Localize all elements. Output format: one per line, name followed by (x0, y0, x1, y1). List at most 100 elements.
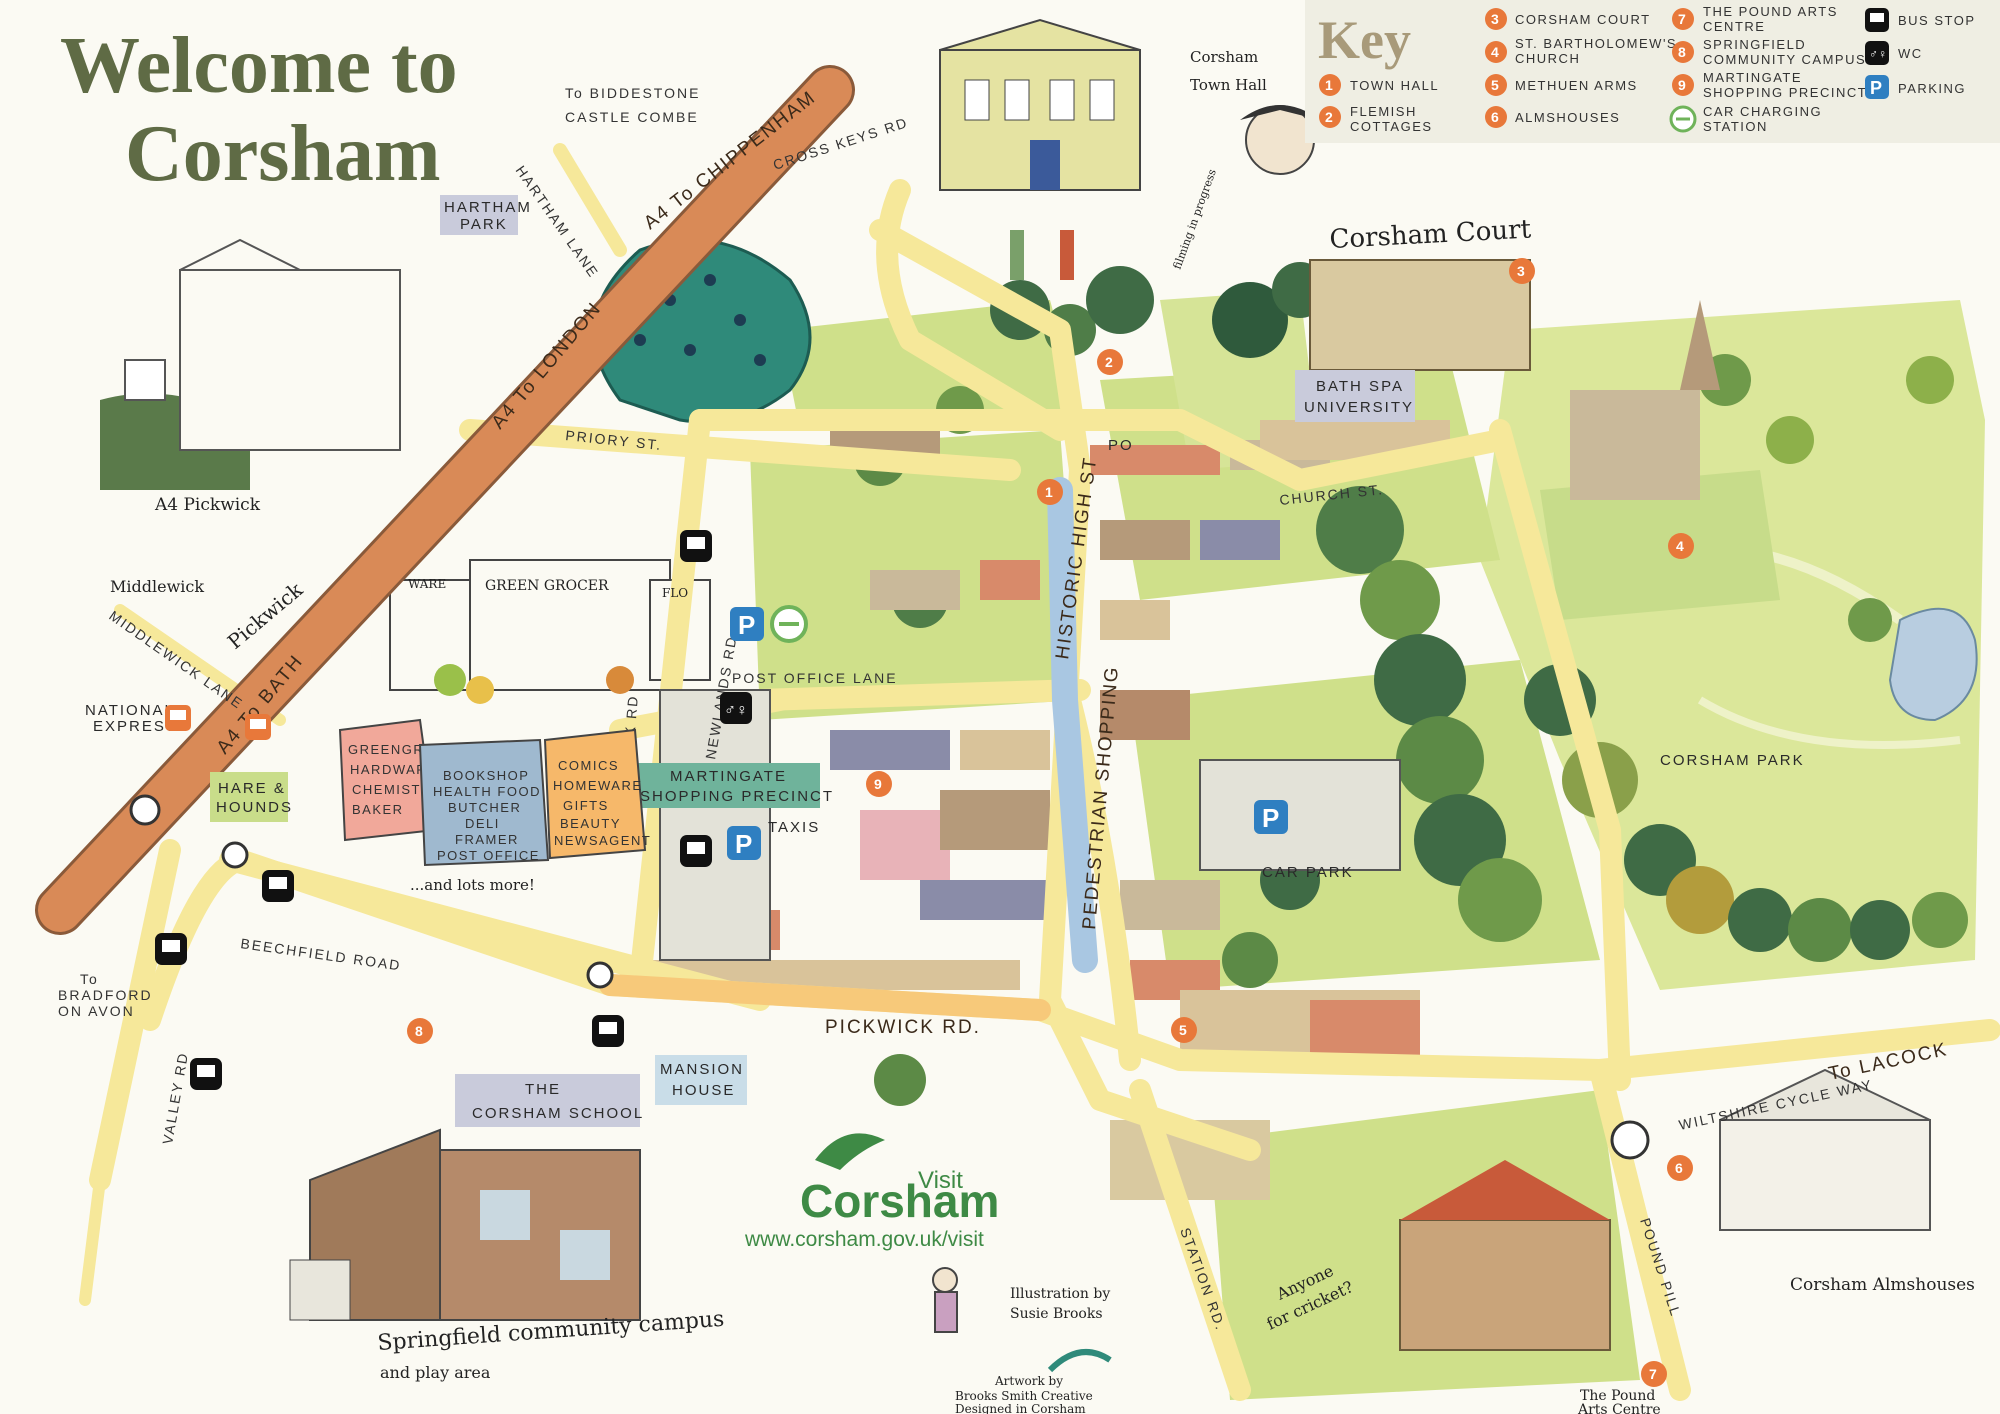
visit-corsham-brand: Visit Corsham www.corsham.gov.uk/visit (744, 1133, 999, 1251)
marker-5[interactable]: 5 (1171, 1017, 1197, 1043)
brand-leaf-icon (815, 1133, 885, 1170)
a4-pickwick-caption: A4 Pickwick (154, 495, 261, 515)
lots-more-caption: ...and lots more! (410, 876, 535, 894)
bath-spa-label-1: BATH SPA (1316, 378, 1404, 395)
marker-3[interactable]: 3 (1509, 258, 1535, 284)
key-label-7b: CENTRE (1703, 19, 1765, 34)
ware-caption: WARE (408, 577, 446, 591)
road-bradford-1: To (80, 971, 99, 987)
marker-7[interactable]: 7 (1641, 1361, 1667, 1387)
key-num-1: 1 (1325, 77, 1333, 93)
bag3-line1: COMICS (558, 758, 619, 773)
bag2-line1: BOOKSHOP (443, 768, 529, 783)
bus-stop-icon[interactable] (262, 870, 294, 902)
bag2-line3: BUTCHER (448, 800, 521, 815)
credit-artwork-2: Brooks Smith Creative (955, 1389, 1093, 1403)
bus-stop-icon[interactable] (155, 933, 187, 965)
svg-text:♂♀: ♂♀ (724, 702, 748, 719)
bag2-line6: POST OFFICE (437, 848, 540, 863)
key-bus-stop: BUS STOP (1898, 13, 1976, 28)
key-num-2: 2 (1325, 109, 1333, 125)
mansion-house-label-2: HOUSE (672, 1082, 735, 1099)
bag2-line2: HEALTH FOOD (433, 784, 541, 799)
marker-9[interactable]: 9 (866, 771, 892, 797)
springfield-campus-illustration (289, 1128, 641, 1321)
bag1-line4: BAKER (352, 802, 404, 817)
bag2-line5: FRAMER (455, 832, 519, 847)
road-castle-combe: CASTLE COMBE (565, 109, 699, 125)
wc-icon[interactable]: ♂♀ (720, 692, 752, 724)
key-car-charging: CAR CHARGING (1703, 104, 1822, 119)
marker-8[interactable]: 8 (407, 1018, 433, 1044)
corsham-park-label: CORSHAM PARK (1660, 752, 1805, 769)
parking-icon[interactable]: P (730, 607, 764, 641)
town-hall-illustration (939, 18, 1320, 280)
almshouses-caption: Corsham Almshouses (1790, 1275, 1975, 1295)
svg-text:3: 3 (1517, 263, 1525, 279)
map-title: Welcome to Corsham (60, 22, 458, 198)
parking-icon: P (1865, 75, 1889, 99)
national-express-label-1: NATIONAL (85, 702, 175, 719)
title-line2: Corsham (125, 110, 441, 198)
key-label-9b: SHOPPING PRECINCT (1703, 85, 1867, 100)
credit-artwork-1: Artwork by (994, 1374, 1063, 1388)
svg-text:P: P (735, 829, 752, 859)
key-heading: Key (1318, 10, 1411, 70)
road-biddestone: To BIDDESTONE (565, 85, 700, 101)
parking-icon[interactable]: P (727, 826, 761, 860)
greengrocer-caption: GREEN GROCER (485, 578, 609, 594)
car-charging-icon[interactable] (770, 605, 808, 643)
key-label-8: SPRINGFIELD (1703, 37, 1806, 52)
credit-illustration-1: Illustration by (1010, 1286, 1110, 1302)
marker-1[interactable]: 1 (1037, 479, 1063, 505)
national-express-bus-icon[interactable] (245, 714, 271, 740)
key-num-9: 9 (1678, 77, 1686, 93)
key-label-9: MARTINGATE (1703, 70, 1802, 85)
bag1-line2: HARDWARE (350, 762, 437, 777)
key-num-6: 6 (1491, 109, 1499, 125)
key-label-1: TOWN HALL (1350, 78, 1439, 93)
map-key: Key 1 TOWN HALL 2 FLEMISH COTTAGES 3 COR… (1305, 0, 2000, 143)
bus-stop-icon[interactable] (190, 1058, 222, 1090)
national-express-bus-icon[interactable] (165, 705, 191, 731)
hartham-park-label-2: PARK (460, 216, 508, 233)
corsham-school-label-2: CORSHAM SCHOOL (472, 1105, 644, 1122)
marker-2[interactable]: 2 (1097, 349, 1123, 375)
hare-hounds-label-2: HOUNDS (216, 799, 293, 816)
car-park-area (659, 689, 1401, 961)
artist-icon (932, 1267, 958, 1333)
key-num-5: 5 (1491, 77, 1499, 93)
play-area-caption: and play area (380, 1363, 491, 1382)
svg-text:♂♀: ♂♀ (1869, 47, 1887, 61)
brand-visit: Visit (918, 1167, 963, 1194)
bus-stop-icon[interactable] (592, 1015, 624, 1047)
bus-stop-icon[interactable] (680, 530, 712, 562)
bag1-line3: CHEMIST (352, 782, 421, 797)
parking-icon[interactable]: P (1254, 800, 1288, 834)
key-label-2b: COTTAGES (1350, 119, 1433, 134)
shopfront-illustration (389, 559, 711, 704)
marker-4[interactable]: 4 (1668, 533, 1694, 559)
bag3-line3: GIFTS (563, 798, 609, 813)
a4-pickwick-illustration (100, 238, 401, 490)
national-express-label-2: EXPRESS (93, 718, 178, 735)
marker-6[interactable]: 6 (1667, 1155, 1693, 1181)
key-num-8: 8 (1678, 44, 1686, 60)
mansion-house-label-1: MANSION (660, 1061, 744, 1078)
svg-text:6: 6 (1675, 1160, 1683, 1176)
martingate-label-1: MARTINGATE (670, 768, 787, 785)
bag3-line5: NEWSAGENT (554, 833, 651, 848)
bath-spa-label-2: UNIVERSITY (1304, 399, 1414, 416)
svg-text:2: 2 (1105, 354, 1113, 370)
road-bradford-2: BRADFORD (58, 987, 153, 1003)
svg-text:P: P (1870, 78, 1882, 98)
pound-caption-2: Arts Centre (1577, 1402, 1661, 1414)
key-num-4: 4 (1491, 44, 1499, 60)
bus-stop-icon[interactable] (680, 835, 712, 867)
key-label-3: CORSHAM COURT (1515, 12, 1651, 27)
brand-url[interactable]: www.corsham.gov.uk/visit (744, 1228, 984, 1251)
key-label-8b: COMMUNITY CAMPUS (1703, 52, 1866, 67)
bag3-line2: HOMEWARE (553, 778, 643, 793)
key-label-4: ST. BARTHOLOMEW'S (1515, 36, 1677, 51)
